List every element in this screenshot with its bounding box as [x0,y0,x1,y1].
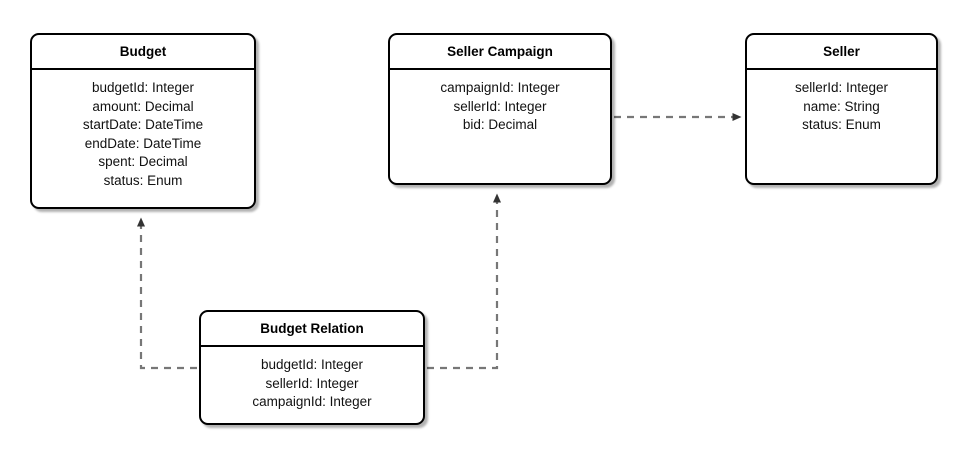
attribute-row: sellerId: Integer [453,98,547,114]
entity-budget-relation-title: Budget Relation [201,312,423,347]
attribute-row: name: String [803,98,880,114]
attribute-row: sellerId: Integer [265,375,359,391]
attribute-row: campaignId: Integer [440,80,560,95]
attribute-row: budgetId: Integer [91,80,195,95]
attribute-row: endDate: DateTime [84,135,202,151]
attribute-row: startDate: DateTime [82,117,204,132]
attribute-row: status: Enum [103,172,183,188]
connector-relation-to-budget [137,217,197,370]
attribute-row: budgetId: Integer [260,357,364,372]
attribute-row: sellerId: Integer [794,80,889,95]
attribute-row: campaignId: Integer [252,394,372,409]
entity-seller-campaign-attributes: campaignId: Integer sellerId: Integer bi… [390,70,610,135]
entity-seller-campaign[interactable]: Seller Campaign campaignId: Integer sell… [388,33,612,185]
entity-seller-attributes: sellerId: Integer name: String status: E… [747,70,936,135]
attribute-row: amount: Decimal [92,98,194,114]
entity-seller[interactable]: Seller sellerId: Integer name: String st… [745,33,938,185]
connector-relation-to-campaign [427,193,501,370]
entity-budget-title: Budget [32,35,254,70]
attribute-row: status: Enum [802,117,881,132]
entity-seller-title: Seller [747,35,936,70]
attribute-row: spent: Decimal [98,154,188,169]
entity-budget-relation-attributes: budgetId: Integer sellerId: Integer camp… [201,347,423,412]
entity-budget-attributes: budgetId: Integer amount: Decimal startD… [32,70,254,190]
entity-budget[interactable]: Budget budgetId: Integer amount: Decimal… [30,33,256,209]
entity-seller-campaign-title: Seller Campaign [390,35,610,70]
attribute-row: bid: Decimal [462,117,538,132]
entity-budget-relation[interactable]: Budget Relation budgetId: Integer seller… [199,310,425,425]
